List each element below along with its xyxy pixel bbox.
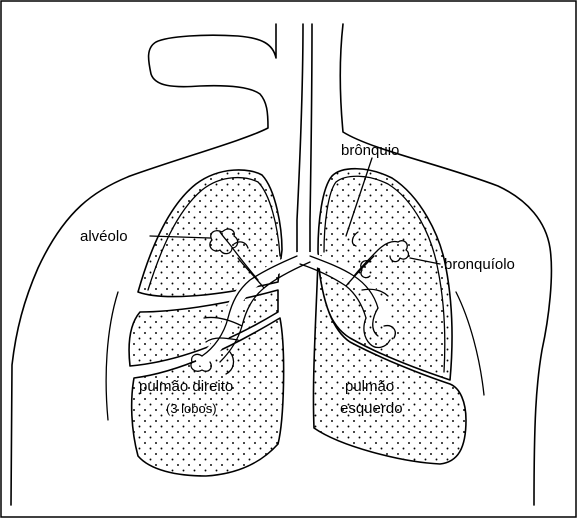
- label-bronquio: brônquio: [341, 142, 399, 159]
- label-pulmao-esquerdo-2: esquerdo: [340, 400, 403, 417]
- right-lung: [129, 170, 284, 476]
- label-pulmao-direito: pulmão direito: [139, 378, 233, 395]
- label-pulmao-esquerdo-1: pulmão: [345, 378, 394, 395]
- label-alveolo: alvéolo: [80, 228, 128, 245]
- trachea: [297, 24, 312, 258]
- label-tres-lobos: (3 lobos): [166, 401, 217, 416]
- label-bronquiolo: bronquíolo: [444, 256, 515, 273]
